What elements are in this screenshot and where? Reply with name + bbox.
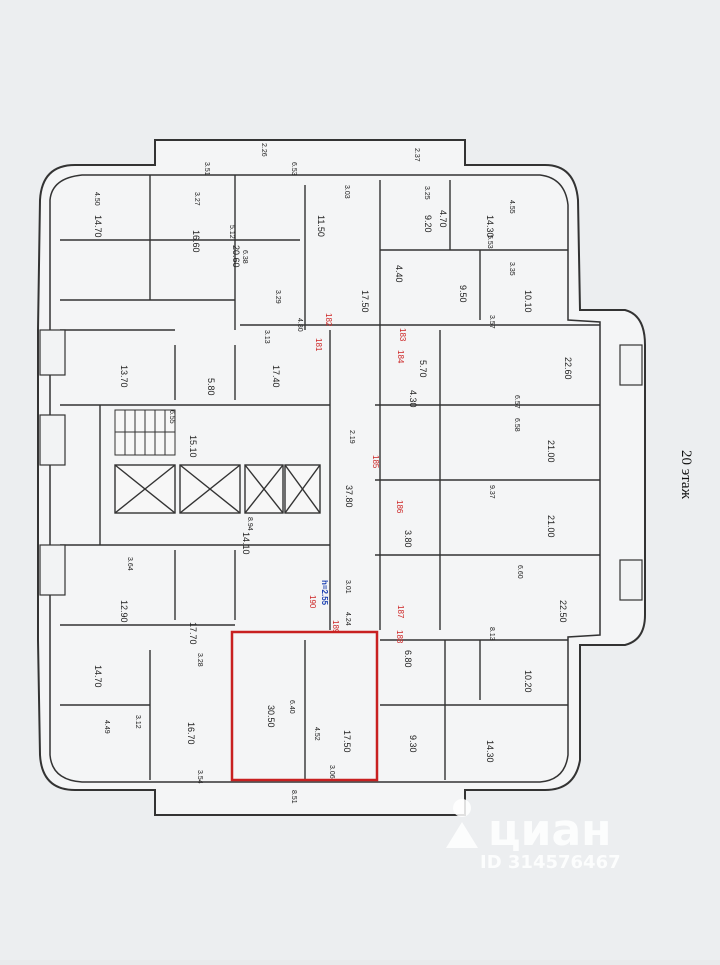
section-number: 190 xyxy=(308,595,317,609)
room-area-label: 5.70 xyxy=(418,360,428,378)
room-area-label: 20.60 xyxy=(231,245,241,268)
dimension-label: 3.57 xyxy=(488,315,495,329)
room-area-label: 22.50 xyxy=(558,600,568,623)
room-area-label: 4.70 xyxy=(438,210,448,228)
section-number: 186 xyxy=(395,500,404,514)
dimension-label: 8.94 xyxy=(246,517,253,531)
section-number: 182 xyxy=(324,313,333,327)
room-area-label: 14.30 xyxy=(485,740,495,763)
room-area-label: 6.80 xyxy=(403,650,413,668)
dimension-label: 6.53 xyxy=(290,162,297,176)
dimension-label: 3.35 xyxy=(508,262,515,276)
dimension-label: 2.37 xyxy=(413,148,420,162)
section-number: 185 xyxy=(371,455,380,469)
room-area-label: 5.80 xyxy=(206,378,216,396)
room-area-label: 4.30 xyxy=(408,390,418,408)
dimension-labels: 3.27 4.50 5.12 6.38 5.53 3.03 3.25 4.55 3.35 3.29… xyxy=(93,143,523,804)
room-area-label: 14.70 xyxy=(93,215,103,238)
dimension-label: 3.13 xyxy=(263,330,270,344)
room-area-label: 16.60 xyxy=(191,230,201,253)
section-number: 187 xyxy=(396,605,405,619)
dimension-label: 4.55 xyxy=(508,200,515,214)
dimension-label: 4.24 xyxy=(344,612,351,626)
dimension-label: 2.26 xyxy=(260,143,267,157)
section-number: 189 xyxy=(331,620,340,634)
room-area-label: 13.70 xyxy=(119,365,129,388)
section-number: 188 xyxy=(395,630,404,644)
room-area-label: 11.50 xyxy=(316,215,326,237)
dimension-label: 3.01 xyxy=(344,580,351,594)
dimension-label: 3.29 xyxy=(274,290,281,304)
dimension-label: 3.03 xyxy=(343,185,350,199)
building-outline xyxy=(37,139,646,816)
room-area-label: 17.50 xyxy=(360,290,370,313)
dimension-label: 5.12 xyxy=(228,225,235,239)
cian-watermark: циан ID 314576467 xyxy=(446,799,621,873)
elevator-shafts xyxy=(114,464,321,514)
room-area-label: 14.10 xyxy=(241,532,251,555)
room-area-label: 21.00 xyxy=(546,515,556,538)
dimension-label: 6.58 xyxy=(513,418,520,432)
cian-logo-icon xyxy=(453,799,471,817)
room-area-label: 10.10 xyxy=(523,290,533,313)
dimension-label: 6.40 xyxy=(288,700,295,714)
room-area-label: 9.30 xyxy=(408,735,418,753)
section-numbers: 181 182 183 184 185 186 187 188 189 190 xyxy=(308,313,407,644)
dimension-label: 3.28 xyxy=(196,653,203,667)
room-area-label: 14.30 xyxy=(485,215,495,238)
floor-label: 20 этаж xyxy=(678,450,694,500)
dimension-label: 4.49 xyxy=(103,720,110,734)
dimension-label: 4.80 xyxy=(296,318,303,332)
room-area-label: 3.80 xyxy=(403,530,413,548)
inner-wall-outline xyxy=(49,174,601,783)
dimension-label: 3.27 xyxy=(193,192,200,206)
dimension-label: 3.25 xyxy=(423,186,430,200)
balconies xyxy=(39,329,643,601)
dimension-label: 8.51 xyxy=(290,790,297,804)
dimension-label: 8.13 xyxy=(488,627,495,641)
watermark-id: ID 314576467 xyxy=(480,852,621,873)
room-area-label: 12.90 xyxy=(119,600,129,623)
room-area-label: 17.70 xyxy=(188,622,198,645)
dimension-label: 6.38 xyxy=(241,250,248,264)
room-area-label: 37.80 xyxy=(344,485,354,508)
dimension-label: 6.55 xyxy=(168,410,175,424)
room-area-label: 21.00 xyxy=(546,440,556,463)
section-number: 183 xyxy=(398,328,407,342)
dimension-label: 3.51 xyxy=(203,162,210,176)
interior-walls xyxy=(60,175,600,780)
highlighted-area-2: 17.50 xyxy=(342,730,352,753)
room-area-label: 9.20 xyxy=(423,215,433,233)
staircase xyxy=(114,409,176,456)
dimension-label: 4.50 xyxy=(93,192,100,206)
height-tag: h=2.55 xyxy=(320,580,329,606)
highlighted-area-1: 30.50 xyxy=(266,705,276,728)
section-number: 184 xyxy=(396,350,405,364)
dimension-label: 9.37 xyxy=(488,485,495,499)
highlighted-unit-outline xyxy=(230,630,379,782)
dimension-label: 2.19 xyxy=(348,430,355,444)
room-area-label: 16.70 xyxy=(186,722,196,745)
dimension-label: 5.53 xyxy=(486,235,493,249)
room-area-label: 4.40 xyxy=(394,265,404,283)
room-area-label: 14.70 xyxy=(93,665,103,688)
watermark-brand: циан xyxy=(488,805,612,856)
dimension-label: 6.60 xyxy=(516,565,523,579)
area-labels: 14.70 16.60 20.60 11.50 9.20 14.30 17.50 17.40 1… xyxy=(93,210,573,763)
dimension-label: 6.57 xyxy=(513,395,520,409)
room-area-label: 15.10 xyxy=(188,435,198,458)
room-area-label: 10.20 xyxy=(523,670,533,693)
room-area-label: 22.60 xyxy=(563,357,573,380)
dimension-label: 3.64 xyxy=(126,557,133,571)
dimension-label: 3.12 xyxy=(134,715,141,729)
section-number: 181 xyxy=(314,338,323,352)
dimension-label: 4.52 xyxy=(313,727,320,741)
room-area-label: 17.40 xyxy=(271,365,281,388)
room-area-label: 9.50 xyxy=(458,285,468,303)
dimension-label: 3.06 xyxy=(328,765,335,779)
dimension-label: 3.54 xyxy=(196,770,203,784)
